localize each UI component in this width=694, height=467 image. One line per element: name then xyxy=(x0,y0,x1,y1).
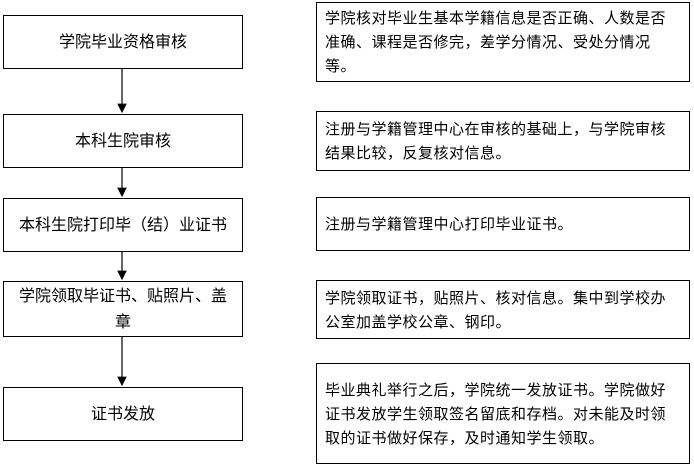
note-qualification-review: 学院核对毕业生基本学籍信息是否正确、人数是否准确、课程是否修完，差学分情况、受处… xyxy=(316,2,690,82)
step-label: 本科生院打印毕（结）业证书 xyxy=(18,215,227,234)
note-collect-certificates: 学院领取证书，贴照片、核对信息。集中到学校办公室加盖学校公章、钢印。 xyxy=(316,280,690,339)
step-label: 本科生院审核 xyxy=(74,131,171,150)
note-text: 注册与学籍管理中心打印毕业证书。 xyxy=(325,215,574,233)
note-text: 学院核对毕业生基本学籍信息是否正确、人数是否准确、课程是否修完，差学分情况、受处… xyxy=(325,9,667,75)
step-graduation-qualification-review: 学院毕业资格审核 xyxy=(3,15,243,69)
step-label: 学院领取毕证书、贴照片、盖章 xyxy=(18,286,227,331)
note-school-review: 注册与学籍管理中心在审核的基础上，与学院审核结果比较，反复核对信息。 xyxy=(316,111,690,171)
step-label: 学院毕业资格审核 xyxy=(58,32,187,51)
note-text: 毕业典礼举行之后，学院统一发放证书。学院做好证书发放学生领取签名留底和存档。对未… xyxy=(325,380,667,447)
step-undergraduate-school-review: 本科生院审核 xyxy=(3,114,243,168)
step-issue-certificates: 证书发放 xyxy=(3,387,243,441)
step-print-certificates: 本科生院打印毕（结）业证书 xyxy=(3,198,243,252)
step-collect-certificates: 学院领取毕证书、贴照片、盖章 xyxy=(3,281,243,337)
note-issue-certificates: 毕业典礼举行之后，学院统一发放证书。学院做好证书发放学生领取签名留底和存档。对未… xyxy=(316,363,690,464)
note-print-certificates: 注册与学籍管理中心打印毕业证书。 xyxy=(316,197,690,251)
step-label: 证书发放 xyxy=(90,404,155,423)
note-text: 学院领取证书，贴照片、核对信息。集中到学校办公室加盖学校公章、钢印。 xyxy=(325,288,667,331)
note-text: 注册与学籍管理中心在审核的基础上，与学院审核结果比较，反复核对信息。 xyxy=(325,120,667,162)
